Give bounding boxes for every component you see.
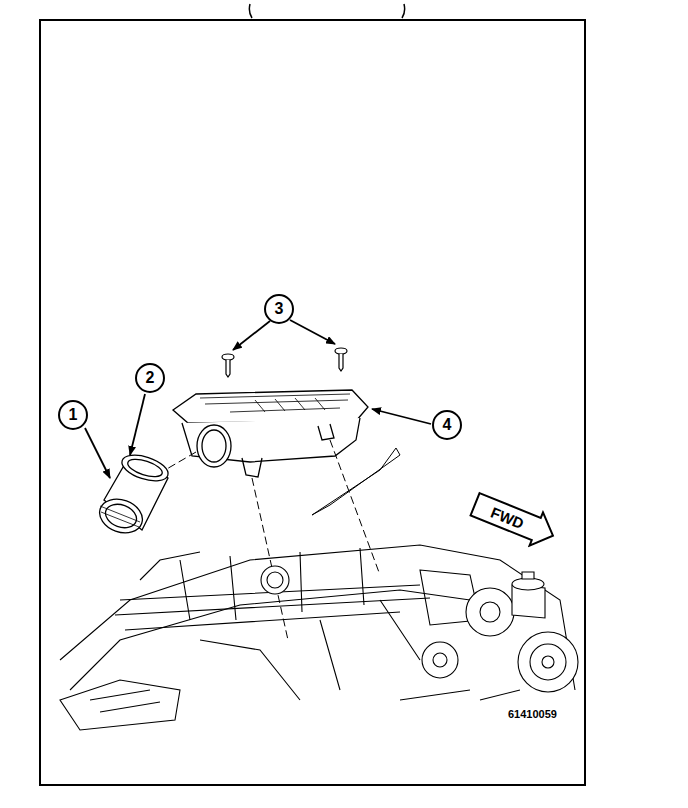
callout-circle: 4 [432,410,462,440]
cut-heading [249,4,404,18]
air-box [173,390,400,515]
callout-number: 4 [443,416,452,434]
figure-number: 61410059 [508,708,557,720]
callout-circle: 2 [135,363,165,393]
engine [60,545,578,730]
callout-number: 1 [69,406,78,424]
screw [222,348,347,377]
callout-number: 3 [275,300,284,318]
leader-arrow [85,320,431,478]
assembly-line [165,440,380,640]
inlet-tube [95,450,171,538]
callout-circle: 1 [58,400,88,430]
callout-circle: 3 [264,294,294,324]
forward-arrow: FWD [466,485,563,555]
frame [40,20,585,785]
callout-number: 2 [146,369,155,387]
